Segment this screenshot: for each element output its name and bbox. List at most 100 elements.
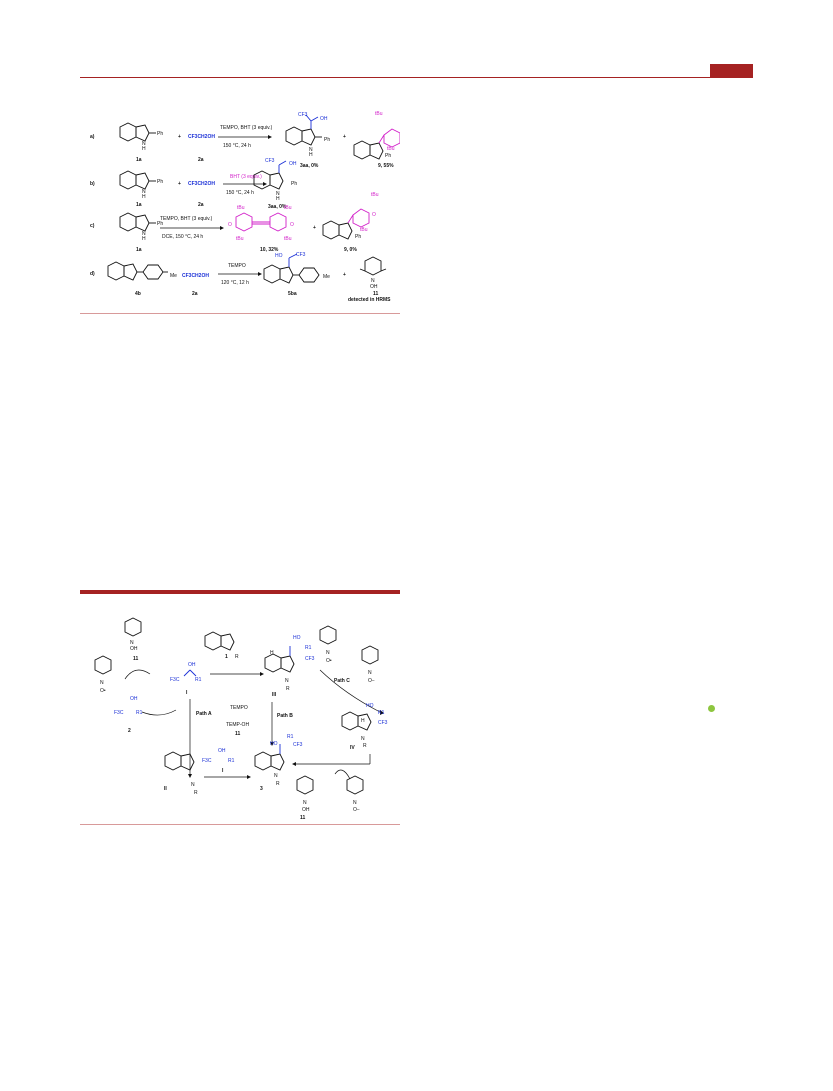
lbl-path-c: Path C	[334, 678, 350, 684]
svg-text:OH: OH	[218, 748, 226, 754]
svg-text:N: N	[285, 678, 289, 684]
svg-text:N: N	[276, 191, 280, 197]
lbl-f3c-i: F3C	[170, 677, 180, 683]
svg-text:H: H	[309, 152, 313, 158]
svg-text:CF3: CF3	[305, 656, 315, 662]
row-b-cond-top: BHT (3 equiv.)	[230, 174, 262, 180]
svg-text:N: N	[142, 231, 146, 237]
svg-text:I: I	[222, 768, 224, 774]
svg-text:H: H	[276, 196, 280, 202]
svg-text:F3C: F3C	[114, 710, 124, 716]
svg-text:OH: OH	[370, 284, 378, 290]
svg-text:R1: R1	[305, 645, 312, 651]
lbl-o-rad-left: O•	[100, 688, 106, 694]
svg-text:F3C: F3C	[202, 758, 212, 764]
svg-text:O•: O•	[326, 658, 332, 664]
lbl-r1-3: R1	[287, 734, 294, 740]
lbl-n-3: N	[274, 773, 278, 779]
svg-text:tBu: tBu	[360, 227, 368, 233]
lbl-11-top: 11	[133, 656, 139, 662]
svg-text:Ph: Ph	[157, 221, 163, 227]
svg-text:Ph: Ph	[385, 153, 391, 159]
row-d: d) Me 4b CF3CH2OH 2a TEMPO 120 °C, 12 h …	[90, 252, 391, 303]
row-c-sm: 1a	[136, 247, 142, 253]
row-c-product1: 10, 32%	[260, 247, 279, 253]
header-rule	[80, 77, 753, 78]
svg-text:H: H	[142, 236, 146, 242]
row-b-label: b)	[90, 181, 95, 187]
svg-text:H: H	[361, 718, 365, 724]
svg-text:Ph: Ph	[291, 181, 297, 187]
svg-text:OH: OH	[289, 161, 297, 167]
row-d-cond-bottom: 120 °C, 12 h	[221, 280, 249, 286]
lbl-path-a: Path A	[196, 711, 212, 717]
svg-text:Ph: Ph	[324, 137, 330, 143]
svg-text:N: N	[353, 800, 357, 806]
row-a-label: a)	[90, 134, 95, 140]
svg-text:N: N	[100, 680, 104, 686]
scheme-mechanism: N OH 11 N O• OH F3C R1 I 1 R HO R1 CF3 H…	[80, 604, 400, 822]
svg-text:tBu: tBu	[387, 146, 395, 152]
svg-text:+: +	[343, 134, 346, 140]
svg-text:H: H	[142, 194, 146, 200]
row-a: a) Ph N H 1a + CF3CH2OH 2a TEMPO, BHT (3…	[90, 111, 404, 169]
me-label: Me	[170, 273, 177, 279]
row-d-label: d)	[90, 271, 95, 277]
lbl-o-minus-top: O−	[368, 678, 375, 684]
svg-text:CF3: CF3	[265, 158, 275, 164]
svg-text:O−: O−	[353, 807, 360, 813]
row-b-sm: 1a	[136, 202, 142, 208]
svg-text:R: R	[194, 790, 198, 796]
svg-text:Ph: Ph	[157, 179, 163, 185]
row-d-product2: 11	[373, 291, 379, 297]
svg-text:N: N	[191, 782, 195, 788]
row-a-cond-top: TEMPO, BHT (3 equiv.)	[220, 125, 273, 131]
svg-text:R1: R1	[136, 710, 143, 716]
svg-text:O: O	[372, 212, 376, 218]
lbl-temp-oh: TEMP-OH	[226, 722, 249, 728]
row-a-reagent-formula: CF3CH2OH	[188, 134, 215, 140]
ho-d: HO	[275, 253, 283, 259]
lbl-2: 2	[128, 728, 131, 734]
svg-text:N: N	[303, 800, 307, 806]
scheme-control-experiments: a) Ph N H 1a + CF3CH2OH 2a TEMPO, BHT (3…	[80, 105, 404, 310]
svg-text:N: N	[368, 670, 372, 676]
svg-text:N: N	[371, 278, 375, 284]
nh-label: N	[142, 141, 146, 147]
svg-text:H: H	[142, 146, 146, 152]
lbl-r-3: R	[276, 781, 280, 787]
lbl-path-b: Path B	[277, 713, 293, 719]
svg-text:N: N	[326, 650, 330, 656]
svg-text:+: +	[343, 272, 346, 278]
svg-text:CF3: CF3	[378, 720, 388, 726]
svg-text:11: 11	[235, 731, 241, 737]
row-b: b) Ph N H 1a + CF3CH2OH 2a BHT (3 equiv.…	[90, 158, 297, 210]
status-dot-icon	[708, 705, 715, 712]
scheme2-top-rule	[80, 590, 400, 594]
svg-text:R1: R1	[378, 710, 385, 716]
row-c-label: c)	[90, 223, 95, 229]
svg-text:R1: R1	[228, 758, 235, 764]
row-a-sm: 1a	[136, 157, 142, 163]
svg-text:OH: OH	[130, 696, 138, 702]
svg-text:N: N	[142, 189, 146, 195]
row-c: c) Ph N H 1a TEMPO, BHT (3 equiv.) DCE, …	[90, 192, 379, 253]
row-b-reagent-formula: CF3CH2OH	[188, 181, 215, 187]
svg-text:N: N	[309, 147, 313, 153]
svg-text:OH: OH	[188, 662, 196, 668]
row-a-product1: 3aa, 0%	[300, 163, 319, 169]
row-d-cond-top: TEMPO	[228, 263, 246, 269]
svg-text:Ph: Ph	[355, 234, 361, 240]
row-b-reagent: 2a	[198, 202, 204, 208]
svg-text:N: N	[130, 640, 134, 646]
row-c-product2: 9, 0%	[344, 247, 357, 253]
scheme2-bottom-rule	[80, 824, 400, 825]
header-tab	[710, 64, 753, 77]
lbl-IV: IV	[350, 745, 355, 751]
svg-text:R: R	[363, 743, 367, 749]
svg-text:R: R	[235, 654, 239, 660]
svg-text:Me: Me	[323, 274, 330, 280]
svg-text:HO: HO	[293, 635, 301, 641]
row-b-cond-bottom: 150 °C, 24 h	[226, 190, 254, 196]
tbu-a1: tBu	[375, 111, 383, 117]
